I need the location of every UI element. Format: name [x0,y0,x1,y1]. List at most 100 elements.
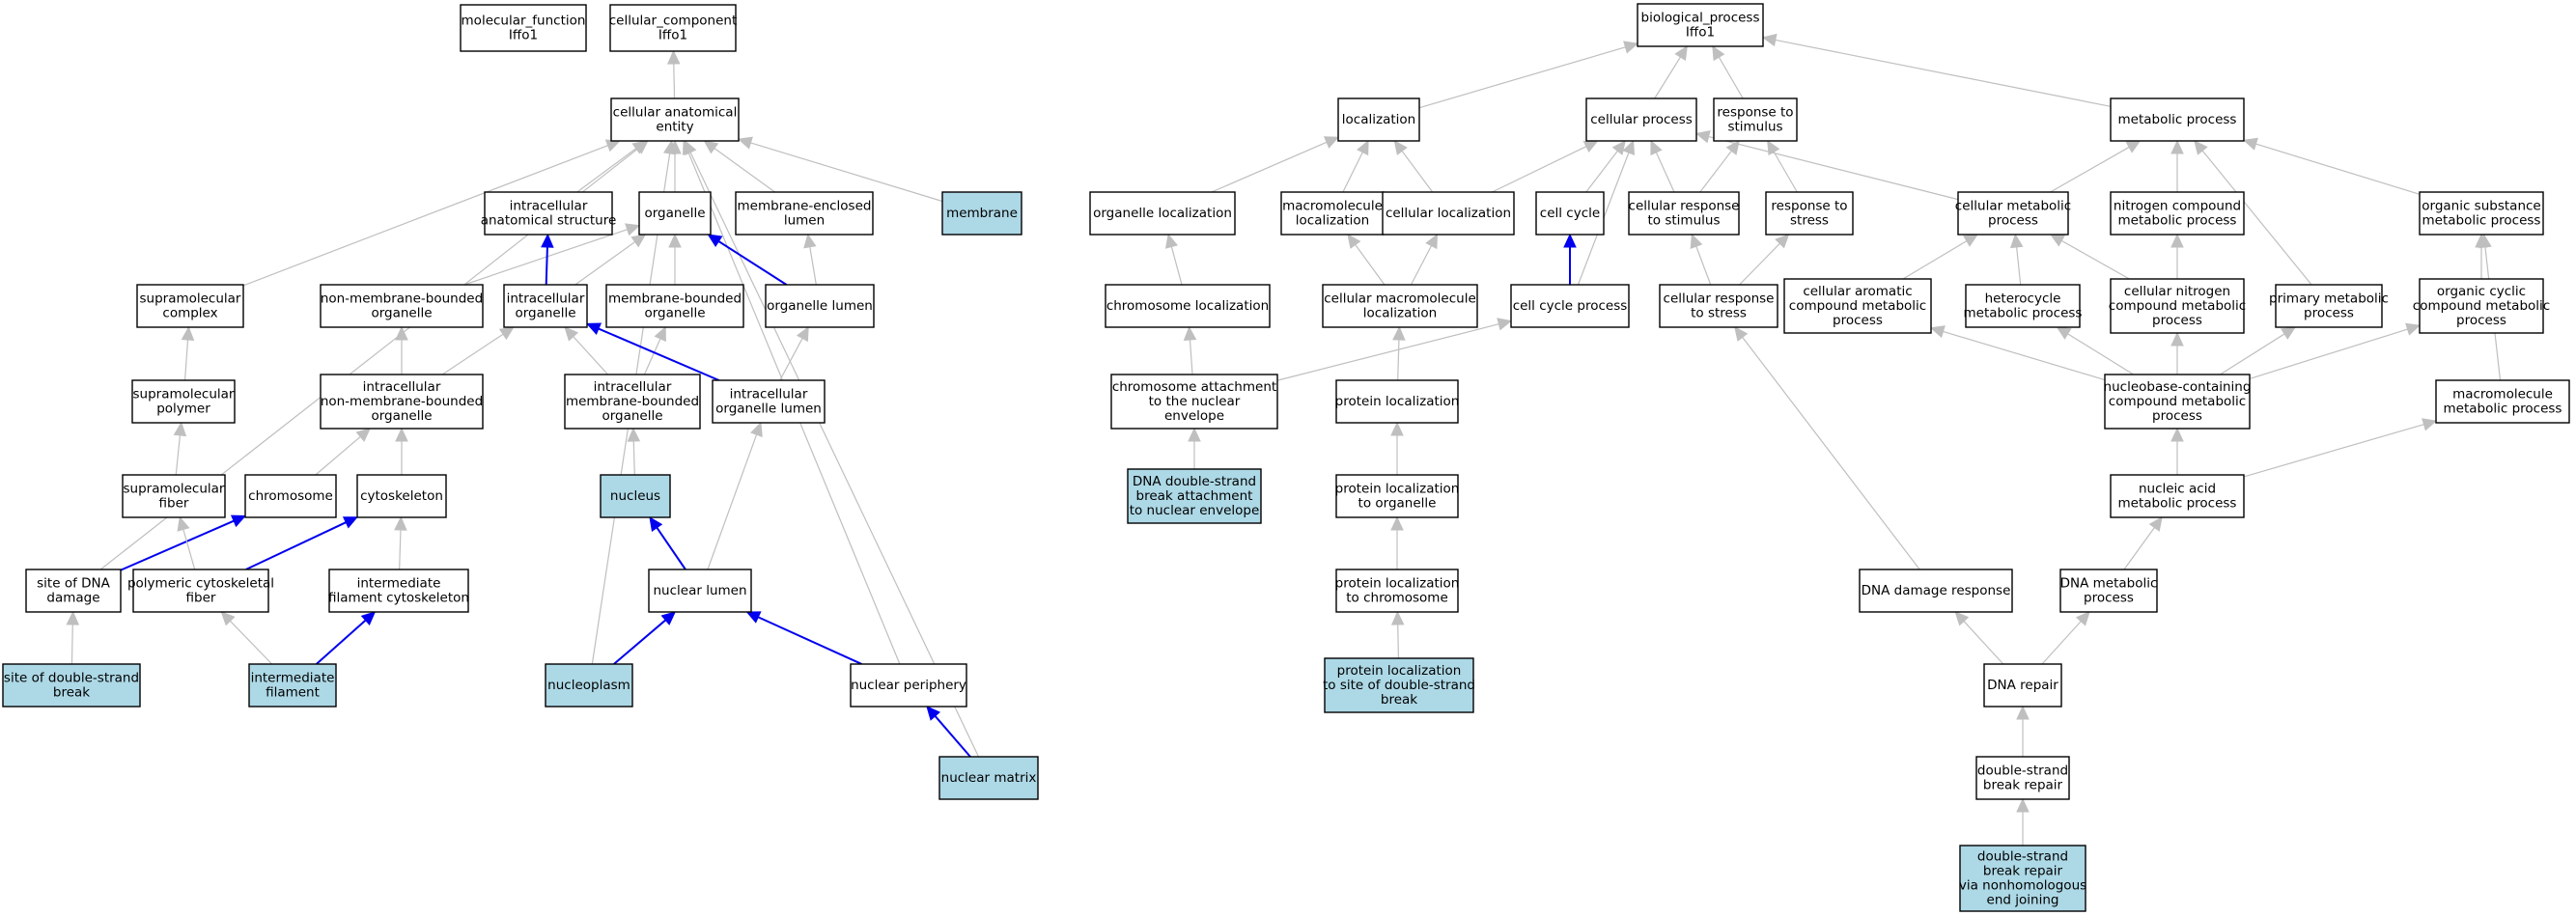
go-term-node-nucleus[interactable]: nucleus [600,474,671,518]
edge-nucleus-to-imbo [627,427,641,476]
go-term-node-cc[interactable]: cell cycle [1535,191,1605,236]
edge-cp-to-bp_root [1654,44,1688,99]
go-term-node-chromosome[interactable]: chromosome [244,474,337,518]
edge-line [613,619,666,665]
go-term-node-cl[interactable]: cellular localization [1382,191,1515,236]
node-box [1637,3,1764,47]
go-term-node-nl[interactable]: nuclear lumen [648,569,752,613]
node-label-line: organelle localization [1093,206,1232,221]
node-label-line: cellular process [1590,112,1693,127]
node-label-line: stress [1790,213,1829,229]
go-term-node-ccp[interactable]: cell cycle process [1510,284,1630,328]
go-term-node-nm[interactable]: nuclear matrix [938,756,1039,800]
go-term-node-orgloc[interactable]: organelle localization [1089,191,1236,236]
edge-line [1211,141,1328,193]
go-term-node-ploc[interactable]: protein localization [1335,379,1460,424]
node-label-line: intracellular [507,291,585,307]
go-term-node-organelle[interactable]: organelle [638,191,712,236]
go-term-node-cp[interactable]: cellular process [1585,97,1697,142]
go-term-node-cytoskeleton[interactable]: cytoskeleton [356,474,447,518]
node-label-line: nucleus [610,488,660,504]
node-label-line: via nonhomologous [1959,878,2086,894]
node-label-line: cellular macromolecule [1324,291,1476,307]
go-term-node-np[interactable]: nucleoplasm [545,663,633,708]
edge-line [1401,151,1434,193]
go-term-node-loc[interactable]: localization [1337,97,1420,142]
go-term-node-nper[interactable]: nuclear periphery [850,663,967,708]
node-label-line: cell cycle [1540,206,1600,221]
node-label-line: organic substance [2422,199,2540,214]
edge-line [120,519,235,571]
edge-rts-to-bp_root [1712,44,1744,99]
go-term-node-ol[interactable]: organelle lumen [765,284,875,328]
node-label-line: metabolic process [1964,306,2083,321]
edge-line [707,434,758,570]
go-term-node-mp[interactable]: metabolic process [2110,97,2245,142]
edge-line [1342,152,1363,193]
go-term-node-ddr[interactable]: DNA damage response [1859,569,2013,613]
node-label-line: molecular_function [462,14,586,29]
node-box [131,379,236,424]
node-label-line: compound metabolic [1789,298,1926,314]
edge-arrowhead [1622,139,1636,156]
node-box [1585,97,1697,142]
go-term-node-chrloc[interactable]: chromosome localization [1105,284,1271,328]
edge-smf-to-smp [173,421,187,476]
node-box [2110,97,2245,142]
go-term-node-dnarep[interactable]: DNA repair [1983,663,2062,708]
edge-plto-to-ploc [1390,421,1404,475]
edge-ncmp-to-mp [2170,139,2184,192]
edge-loc-to-bp_root [1418,41,1639,109]
edge-imbo-to-mbo [643,325,666,375]
go-term-node-membrane[interactable]: membrane [941,191,1022,236]
edge-catne-to-chrloc [1183,325,1197,375]
edge-arrowhead [662,139,677,155]
edge-dsbane-to-catne [1188,427,1201,469]
go-term-node-inmbo[interactable]: intracellularnon-membrane-boundedorganel… [320,374,484,430]
